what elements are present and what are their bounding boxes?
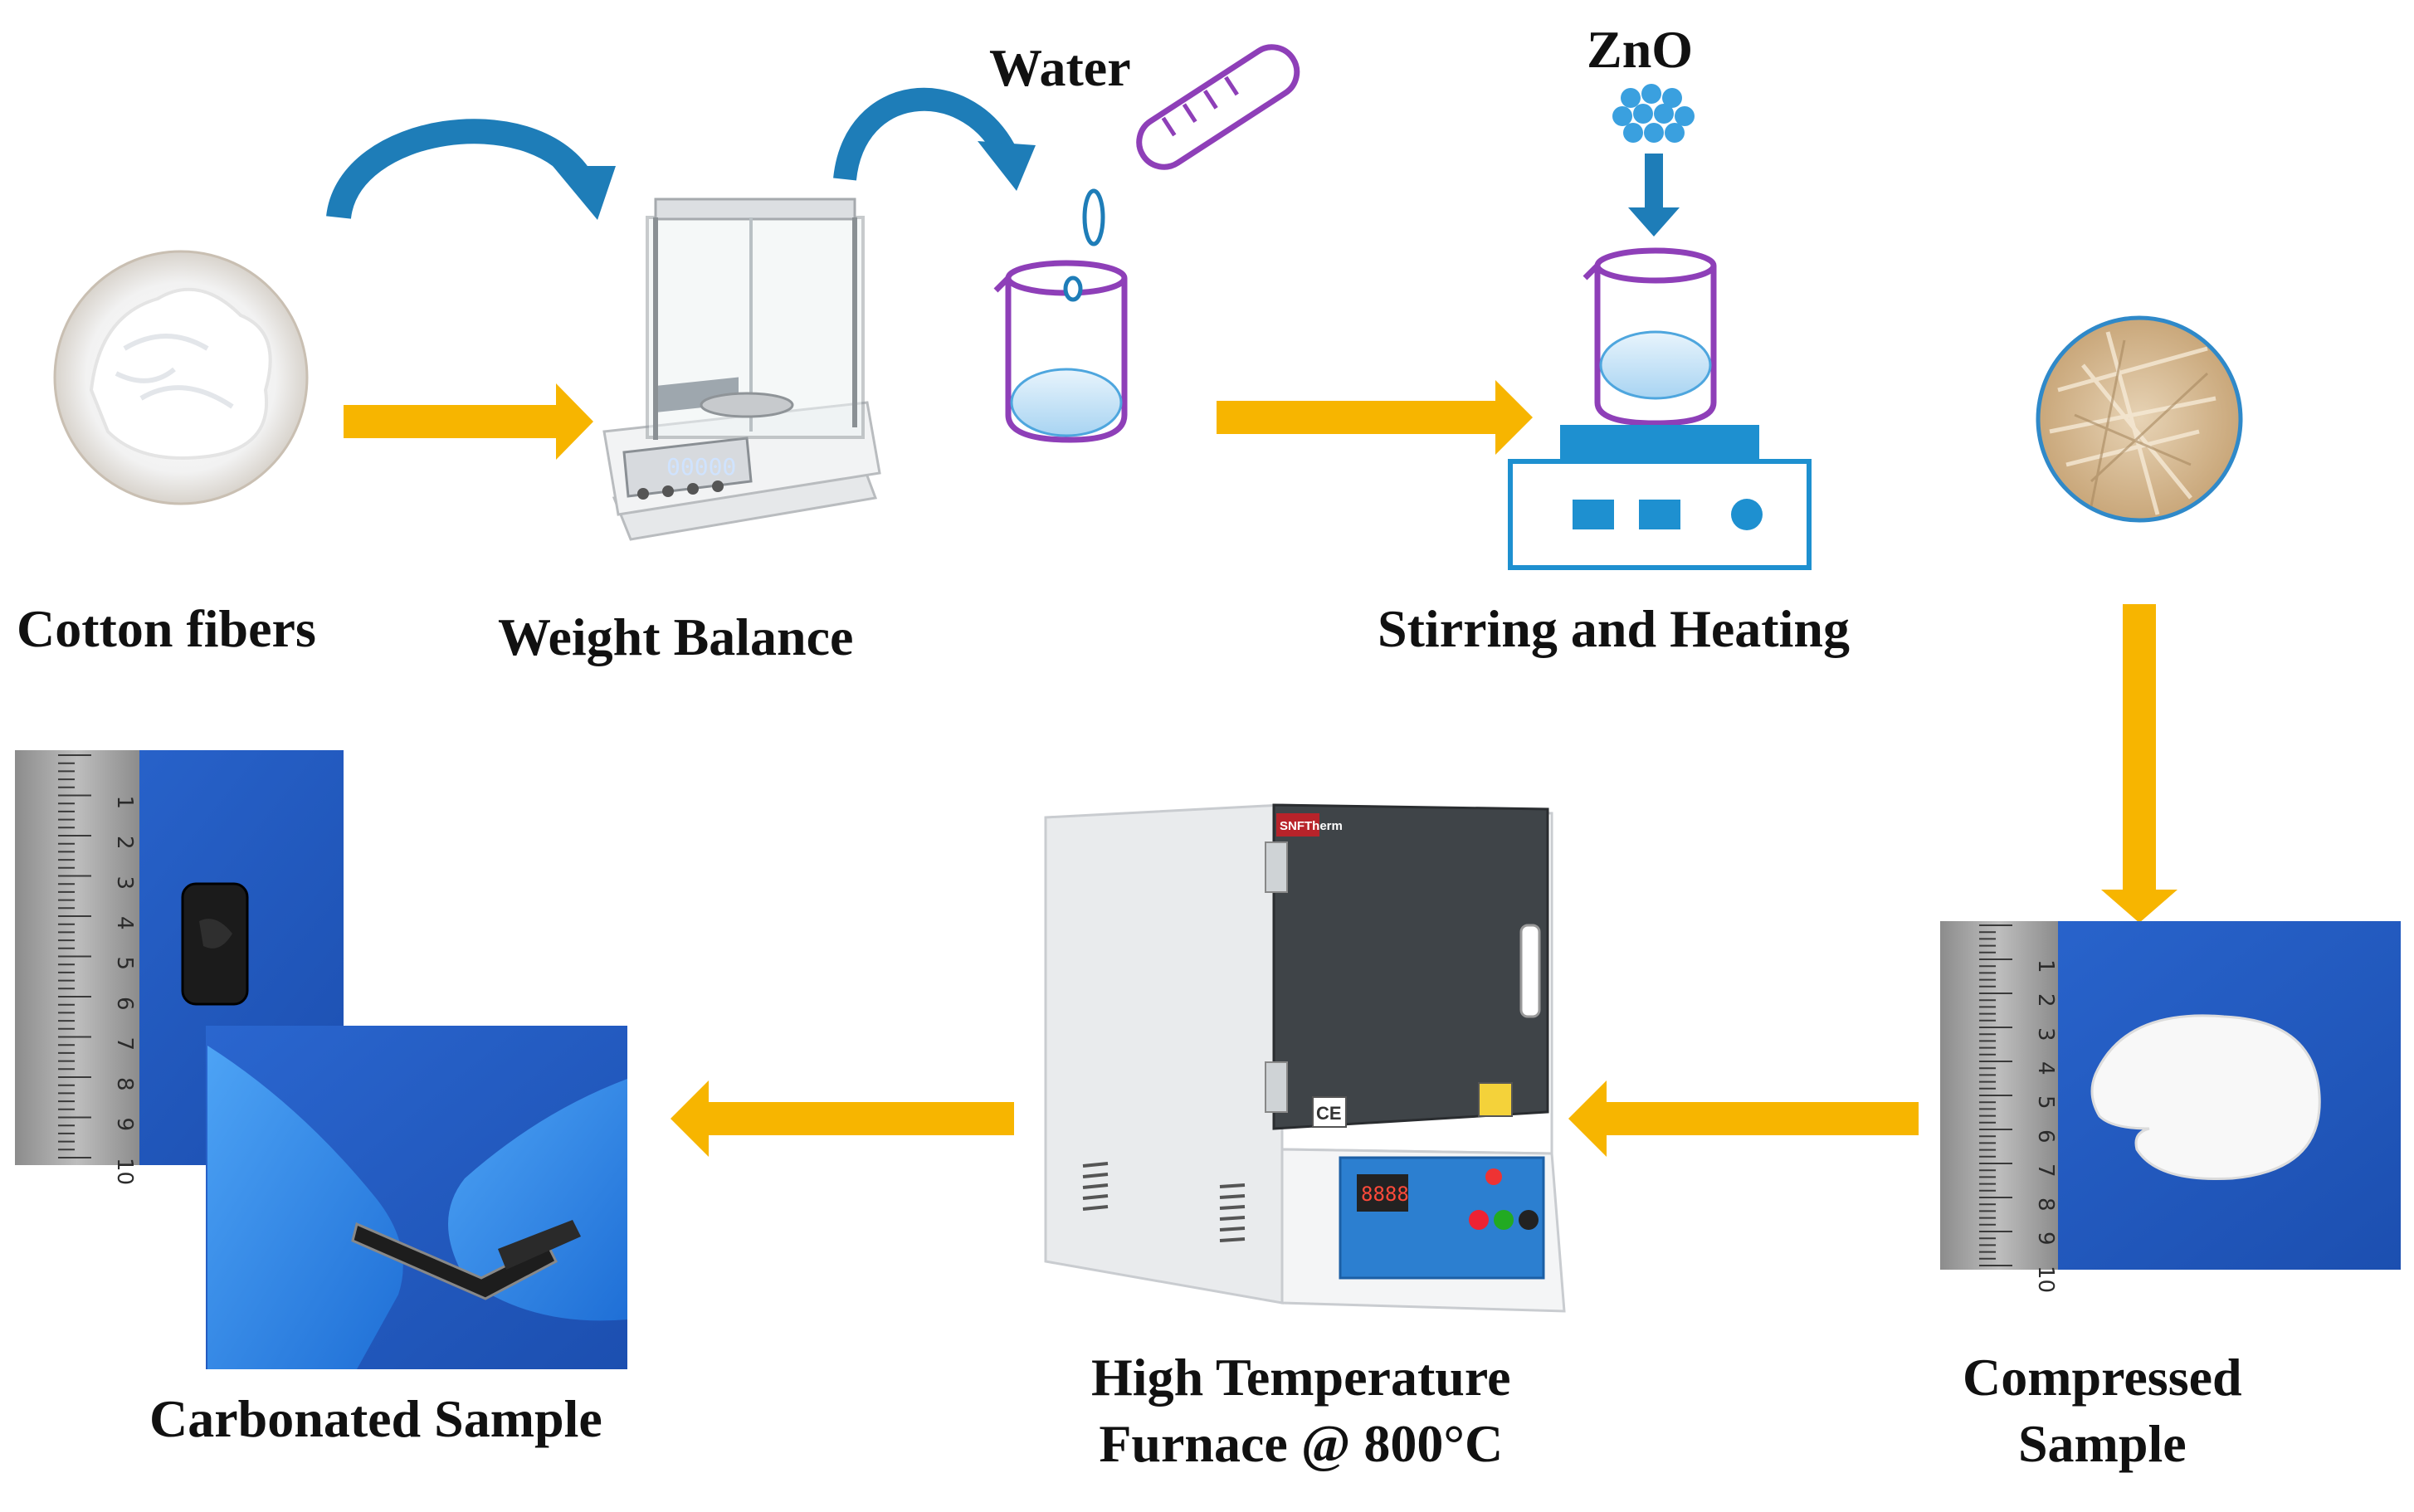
cotton-fibers-image	[53, 250, 309, 505]
water-drop-icon	[1082, 188, 1105, 246]
zno-label: ZnO	[1587, 20, 1694, 79]
stirring-heating-label: Stirring and Heating	[1378, 599, 1850, 658]
flow-arrow-icon	[2101, 604, 2177, 923]
cotton-fibers-label: Cotton fibers	[17, 599, 316, 658]
furnace-image: SNFTherm CE 8888	[1044, 803, 1566, 1313]
left-ruler-number: 3	[112, 876, 137, 890]
furnace-label-line2: Furnace @ 800°C	[1099, 1414, 1504, 1473]
right-ruler-number: 1	[2033, 959, 2058, 973]
right-ruler-number: 3	[2033, 1027, 2058, 1041]
right-ruler-number: 6	[2033, 1129, 2058, 1144]
furnace-label-line1: High Temperature	[1091, 1348, 1511, 1407]
left-ruler-number: 4	[112, 916, 137, 930]
left-ruler-number: 7	[112, 1037, 137, 1051]
flow-arrow-icon	[1217, 380, 1533, 455]
left-ruler-number: 5	[112, 957, 137, 971]
flow-arrow-icon	[344, 383, 593, 460]
furnace-door	[1272, 803, 1549, 1130]
test-tube-image	[1082, 44, 1300, 246]
weight-balance-image: 00000	[602, 198, 881, 541]
down-arrow-icon	[1628, 154, 1680, 237]
compressed-sample-image	[1940, 921, 2401, 1270]
curved-arrow-icon	[833, 87, 1036, 191]
hotplate-image	[1508, 247, 1812, 570]
right-ruler-number: 5	[2033, 1095, 2058, 1110]
ruler-scale: 1 2 3 4 5 6 7 8 9 10	[2033, 959, 2058, 1293]
beaker-image	[993, 260, 1128, 443]
compressed-sample-label: Compressed Sample	[1963, 1344, 2242, 1477]
right-ruler-number: 8	[2033, 1197, 2058, 1212]
left-ruler-number: 6	[112, 997, 137, 1011]
right-ruler-number: 4	[2033, 1061, 2058, 1075]
balance-display-readout: 00000	[666, 453, 736, 480]
left-ruler-number: 10	[112, 1158, 137, 1185]
left-ruler-number: 1	[112, 796, 137, 810]
compressed-label-line1: Compressed	[1963, 1348, 2242, 1407]
zno-particles-icon	[1612, 84, 1695, 143]
carbonated-sample-label: Carbonated Sample	[149, 1389, 602, 1448]
flow-arrow-icon	[671, 1080, 1014, 1157]
furnace-brand: SNFTherm	[1280, 819, 1343, 833]
fiber-image	[2036, 315, 2243, 523]
left-ruler-number: 2	[112, 836, 137, 850]
right-ruler-number: 9	[2033, 1232, 2058, 1246]
carbonated-sample-image	[15, 750, 627, 1369]
ruler-scale: 1 2 3 4 5 6 7 8 9 10	[112, 796, 137, 1186]
furnace-temp-readout: 8888	[1361, 1183, 1409, 1206]
furnace-label: High Temperature Furnace @ 800°C	[1091, 1344, 1511, 1477]
right-ruler-number: 2	[2033, 993, 2058, 1007]
left-ruler-number: 9	[112, 1118, 137, 1132]
compressed-label-line2: Sample	[2017, 1414, 2187, 1473]
right-ruler-number: 7	[2033, 1163, 2058, 1178]
water-label: Water	[989, 38, 1131, 97]
warning-label-icon	[1478, 1082, 1513, 1117]
curved-arrow-icon	[326, 119, 616, 220]
ce-mark: CE	[1316, 1103, 1342, 1124]
weight-balance-label: Weight Balance	[498, 607, 854, 666]
furnace-door-handle	[1519, 924, 1541, 1018]
left-ruler-number: 8	[112, 1077, 137, 1091]
right-ruler-number: 10	[2033, 1266, 2058, 1293]
flow-arrow-icon	[1568, 1080, 1919, 1157]
